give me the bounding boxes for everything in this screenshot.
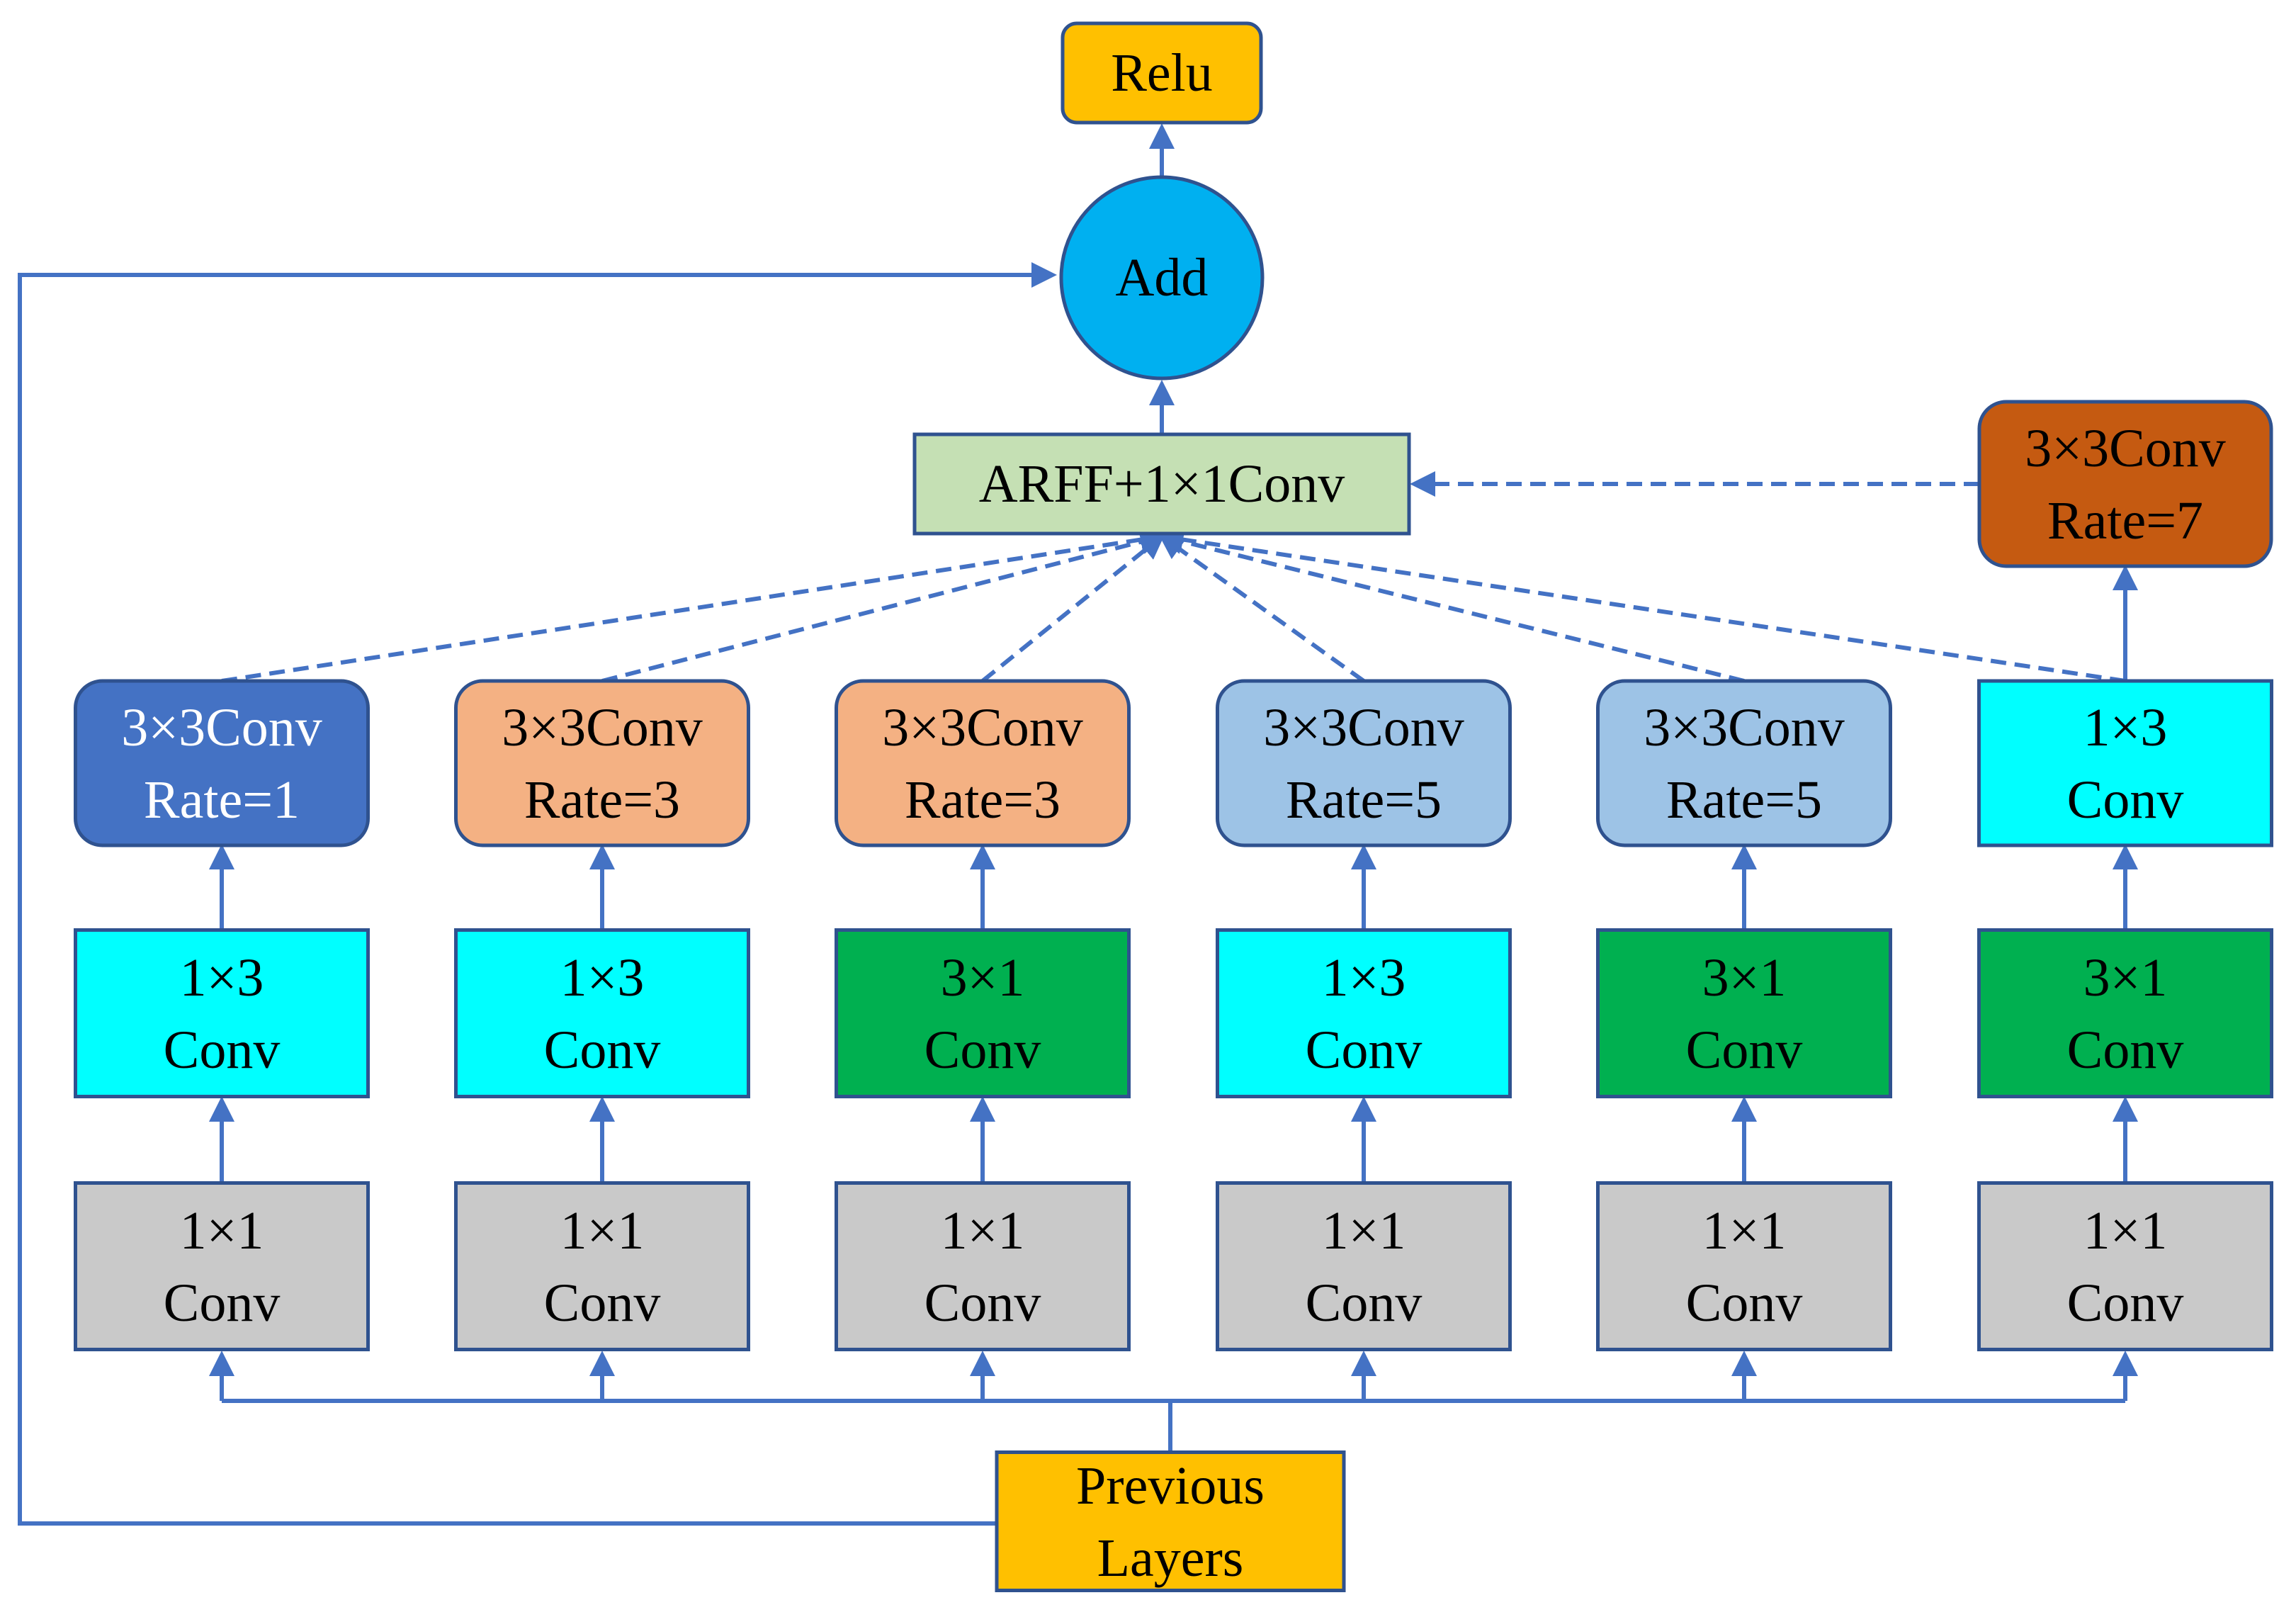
column-4-to-arff-dashed-arrow — [1158, 534, 1365, 683]
column-6-bottom-node-shape — [1977, 1181, 2273, 1351]
column-4-bottom-node: 1×1Conv — [1216, 1181, 1512, 1351]
column-2-bottom-node-label-line1: 1×1 — [560, 1201, 645, 1261]
column-6-middle-node: 3×1Conv — [1977, 928, 2273, 1098]
column-6-bottom-node-label-line1: 1×1 — [2083, 1201, 2168, 1261]
column-3-top-node-label-line1: 3×3Conv — [882, 698, 1083, 757]
arff-conv-node: ARFF+1×1Conv — [912, 432, 1411, 536]
column-1-top-node-label-line2: Rate=1 — [144, 770, 300, 830]
column-1-middle-node-shape — [74, 928, 370, 1098]
column-3-middle-node: 3×1Conv — [835, 928, 1131, 1098]
previous-layers-node-shape — [995, 1450, 1346, 1592]
column-4-bottom-node-label-line2: Conv — [1306, 1273, 1423, 1333]
column-3-top-node-shape — [835, 679, 1131, 847]
rate7-conv-node-label-line2: Rate=7 — [2047, 491, 2203, 551]
column-4-top-node-label-line1: 3×3Conv — [1263, 698, 1464, 757]
column-5-middle-node-label-line1: 3×1 — [1702, 948, 1787, 1008]
column-1-bottom-node-label-line2: Conv — [164, 1273, 281, 1333]
column-3-middle-node-shape — [835, 928, 1131, 1098]
add-node-shape — [1059, 175, 1265, 381]
column-1-top-node-shape — [74, 679, 370, 847]
column-4-middle-node-shape — [1216, 928, 1512, 1098]
column-5-middle-node: 3×1Conv — [1596, 928, 1892, 1098]
arff-conv-node-label: ARFF+1×1Conv — [979, 454, 1345, 514]
column-2-bottom-node-label-line2: Conv — [544, 1273, 661, 1333]
column-2-middle-node-label-line2: Conv — [544, 1020, 661, 1080]
column-6-middle-node-label-line2: Conv — [2067, 1020, 2184, 1080]
column-1-bottom-node: 1×1Conv — [74, 1181, 370, 1351]
column-2-middle-node-label-line1: 1×3 — [560, 948, 645, 1008]
column-1-middle-node-label-line1: 1×3 — [180, 948, 264, 1008]
column-1-bottom-node-label-line1: 1×1 — [180, 1201, 264, 1261]
column-6-top-node-shape — [1977, 679, 2273, 847]
column-5-top-node-shape — [1596, 679, 1892, 847]
column-5-to-arff-dashed-arrow — [1158, 529, 1745, 683]
column-5-middle-node-label-line2: Conv — [1686, 1020, 1803, 1080]
column-1-bottom-node-shape — [74, 1181, 370, 1351]
column-2-top-node-shape — [454, 679, 750, 847]
column-6-middle-node-shape — [1977, 928, 2273, 1098]
column-5-middle-node-shape — [1596, 928, 1892, 1098]
rate7-conv-node-label-line1: 3×3Conv — [2025, 419, 2226, 478]
column-1-middle-node-label-line2: Conv — [164, 1020, 281, 1080]
column-5-bottom-node-label-line1: 1×1 — [1702, 1201, 1787, 1261]
column-4-middle-node-label-line1: 1×3 — [1322, 948, 1406, 1008]
skip-connection-arrow — [18, 262, 1057, 1526]
previous-layers-node-label-line2: Layers — [1097, 1528, 1244, 1588]
add-node: Add — [1059, 175, 1265, 381]
column-3-middle-node-label-line1: 3×1 — [941, 948, 1025, 1008]
column-2-top-node-label-line2: Rate=3 — [524, 770, 680, 830]
column-3-bottom-node-shape — [835, 1181, 1131, 1351]
column-3-to-arff-dashed-arrow — [981, 534, 1165, 683]
column-3-top-node-label-line2: Rate=3 — [905, 770, 1061, 830]
relu-node: Relu — [1061, 21, 1263, 125]
connectors — [18, 123, 2138, 1526]
column-6-bottom-node-label-line2: Conv — [2067, 1273, 2184, 1333]
relu-node-shape — [1061, 21, 1263, 125]
previous-layers-node-label-line1: Previous — [1076, 1456, 1265, 1516]
arff-conv-node-shape — [912, 432, 1411, 536]
nodes: ReluAddARFF+1×1Conv3×3ConvRate=7Previous… — [74, 21, 2273, 1592]
column-4-bottom-node-shape — [1216, 1181, 1512, 1351]
column-6-top-node-label-line2: Conv — [2067, 770, 2184, 830]
column-2-top-node-label-line1: 3×3Conv — [502, 698, 703, 757]
column-3-bottom-node-label-line1: 1×1 — [941, 1201, 1025, 1261]
column-2-bottom-node-shape — [454, 1181, 750, 1351]
relu-node-label: Relu — [1111, 43, 1213, 103]
column-6-to-arff-dashed-arrow — [1158, 526, 2126, 683]
column-5-bottom-node-label-line2: Conv — [1686, 1273, 1803, 1333]
column-5-bottom-node-shape — [1596, 1181, 1892, 1351]
column-5-top-node-label-line1: 3×3Conv — [1644, 698, 1845, 757]
column-3-bottom-node: 1×1Conv — [835, 1181, 1131, 1351]
column-4-middle-node-label-line2: Conv — [1306, 1020, 1423, 1080]
column-2-middle-node-shape — [454, 928, 750, 1098]
column-2-middle-node: 1×3Conv — [454, 928, 750, 1098]
column-4-top-node-label-line2: Rate=5 — [1286, 770, 1442, 830]
column-4-top-node-shape — [1216, 679, 1512, 847]
column-6-top-node: 1×3Conv — [1977, 679, 2273, 847]
column-2-bottom-node: 1×1Conv — [454, 1181, 750, 1351]
column-1-middle-node: 1×3Conv — [74, 928, 370, 1098]
column-3-bottom-node-label-line2: Conv — [924, 1273, 1041, 1333]
column-6-top-node-label-line1: 1×3 — [2083, 698, 2168, 757]
column-4-bottom-node-label-line1: 1×1 — [1322, 1201, 1406, 1261]
column-5-bottom-node: 1×1Conv — [1596, 1181, 1892, 1351]
column-5-top-node-label-line2: Rate=5 — [1666, 770, 1822, 830]
column-4-middle-node: 1×3Conv — [1216, 928, 1512, 1098]
column-3-middle-node-label-line2: Conv — [924, 1020, 1041, 1080]
add-node-label: Add — [1116, 248, 1209, 308]
column-6-middle-node-label-line1: 3×1 — [2083, 948, 2168, 1008]
column-6-bottom-node: 1×1Conv — [1977, 1181, 2273, 1351]
column-1-top-node-label-line1: 3×3Conv — [121, 698, 322, 757]
column-1-to-arff-dashed-arrow — [221, 526, 1166, 683]
rate7-conv-node-shape — [1977, 400, 2273, 568]
